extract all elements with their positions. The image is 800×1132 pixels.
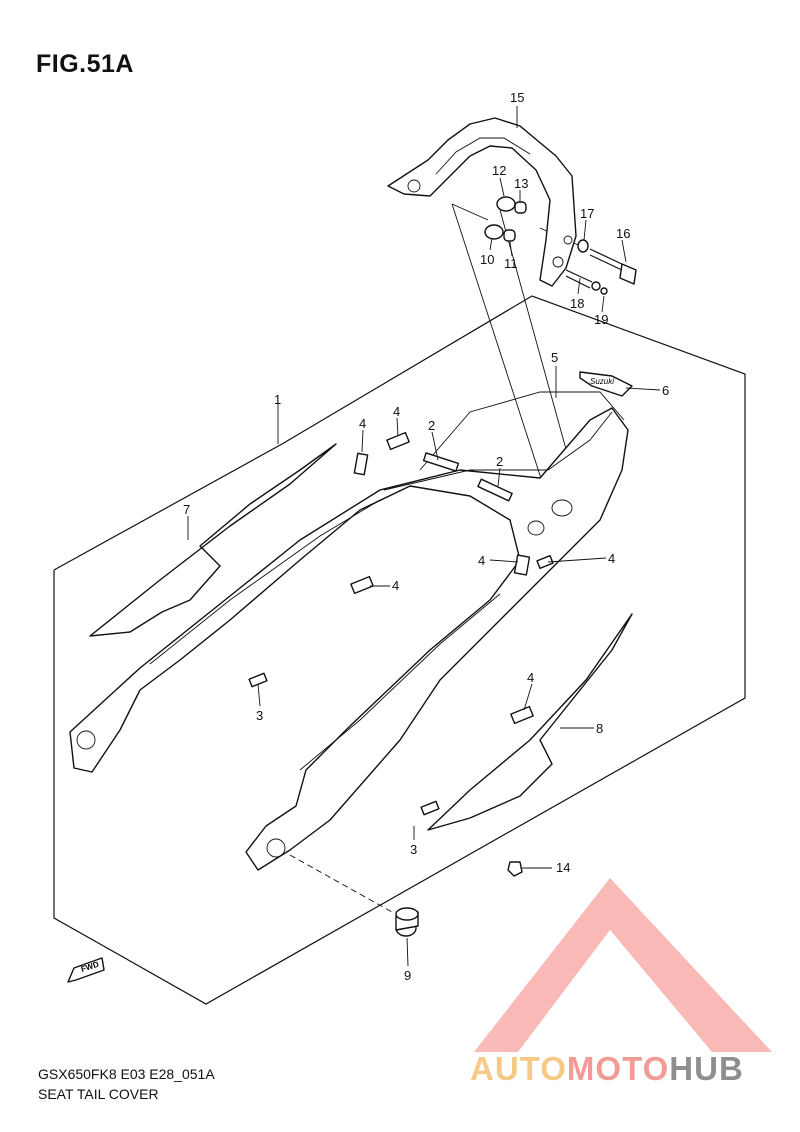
callout-18: 18 <box>570 296 584 311</box>
callout-4-a: 4 <box>359 416 366 431</box>
callout-1: 1 <box>274 392 281 407</box>
callout-7: 7 <box>183 502 190 517</box>
rail-dampers <box>484 196 527 242</box>
emblem-text: Suzuki <box>590 377 614 386</box>
grab-rail <box>387 117 577 287</box>
callout-12: 12 <box>492 163 506 178</box>
callout-14: 14 <box>556 860 570 875</box>
rail-bolts <box>565 239 637 295</box>
leader-lines <box>187 106 661 967</box>
callout-3-b: 3 <box>410 842 417 857</box>
callout-4-d: 4 <box>608 551 615 566</box>
cushion-pads <box>248 431 554 816</box>
assembly-boundary <box>53 295 746 1005</box>
callout-2-a: 2 <box>428 418 435 433</box>
watermark-hub: HUB <box>669 1050 744 1087</box>
figure-title: FIG.51A <box>36 50 134 78</box>
callout-4-b: 4 <box>393 404 400 419</box>
callout-19: 19 <box>594 312 608 327</box>
seat-tail-cover <box>69 391 629 871</box>
side-stripe-right <box>427 613 633 831</box>
rubber-damper <box>395 907 419 937</box>
callout-9: 9 <box>404 968 411 983</box>
watermark-text: AUTOMOTOHUB <box>470 1050 744 1088</box>
callout-4-c: 4 <box>478 553 485 568</box>
callout-15: 15 <box>510 90 524 105</box>
section-name: SEAT TAIL COVER <box>38 1086 159 1102</box>
callout-16: 16 <box>616 226 630 241</box>
emblem-decal: Suzuki <box>579 371 633 397</box>
fwd-arrow-icon: FWD <box>67 957 105 983</box>
callout-8: 8 <box>596 721 603 736</box>
callout-4-e: 4 <box>392 578 399 593</box>
callout-13: 13 <box>514 176 528 191</box>
side-stripe-left <box>89 443 337 637</box>
callout-5: 5 <box>551 350 558 365</box>
watermark-moto: MOTO <box>566 1050 670 1087</box>
callout-10: 10 <box>480 252 494 267</box>
callout-4-f: 4 <box>527 670 534 685</box>
model-code: GSX650FK8 E03 E28_051A <box>38 1066 215 1082</box>
callout-17: 17 <box>580 206 594 221</box>
callout-2-b: 2 <box>496 454 503 469</box>
trim-clip <box>507 861 523 877</box>
watermark-logo <box>474 878 772 1052</box>
watermark-auto: AUTO <box>470 1050 567 1087</box>
callout-labels: 15 12 13 17 16 10 11 18 19 5 6 1 4 4 2 2… <box>183 90 669 983</box>
callout-6: 6 <box>662 383 669 398</box>
callout-3-a: 3 <box>256 708 263 723</box>
callout-11: 11 <box>504 256 518 271</box>
